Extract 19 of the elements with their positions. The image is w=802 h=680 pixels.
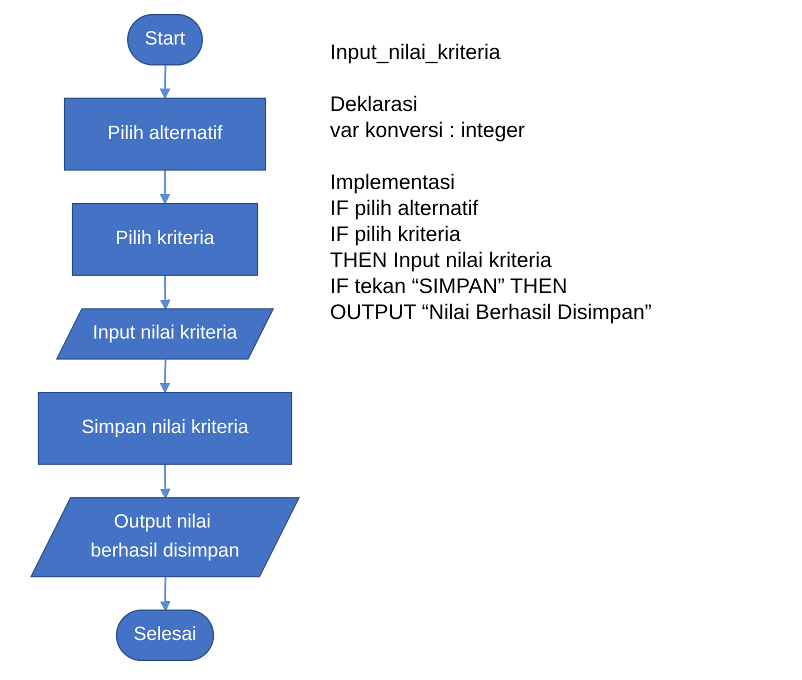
arrow [160, 170, 170, 204]
pseudocode-line: THEN Input nilai kriteria [330, 248, 553, 274]
arrow [160, 360, 170, 393]
node-box [38, 392, 292, 465]
flowchart: Start Pilih alternatif Pilih kriteria Input nilai kriteria Simpan nilai kriteria Output nilai berhasil disimpan Selesai [0, 5, 330, 670]
node-box [72, 202, 258, 276]
pseudocode-line: Implementasi [330, 170, 456, 196]
node-box [64, 98, 266, 171]
arrow [160, 275, 171, 310]
pseudocode-line: IF pilih kriteria [330, 222, 462, 248]
pseudocode-line: OUTPUT “Nilai Berhasil Disimpan” [330, 300, 652, 326]
pseudocode-line: IF tekan “SIMPAN” THEN [330, 274, 568, 300]
procedure-name: Input_nilai_kriteria [330, 40, 502, 66]
arrow [160, 464, 171, 499]
pseudocode-line: var konversi : integer [330, 118, 526, 144]
arrow [160, 65, 170, 99]
pseudocode-line: IF pilih alternatif [330, 196, 480, 222]
pseudocode-line: Deklarasi [330, 92, 419, 118]
arrow [160, 577, 171, 612]
